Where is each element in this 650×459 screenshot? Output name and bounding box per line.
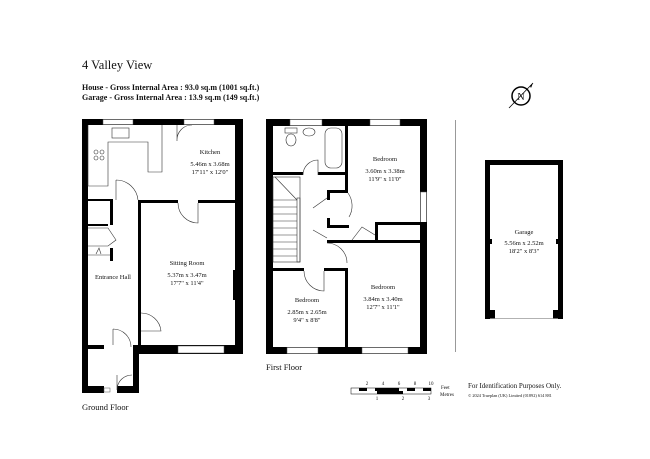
- svg-text:12'7" x 11'1": 12'7" x 11'1": [366, 304, 400, 311]
- divider-line: [455, 120, 456, 352]
- svg-text:N: N: [517, 92, 524, 103]
- svg-text:18'2" x 8'3": 18'2" x 8'3": [509, 248, 540, 255]
- svg-text:2.85m x 2.65m: 2.85m x 2.65m: [287, 309, 326, 316]
- svg-text:17'11" x 12'0": 17'11" x 12'0": [192, 169, 229, 176]
- svg-text:Bedroom: Bedroom: [295, 297, 319, 304]
- svg-text:Kitchen: Kitchen: [200, 149, 221, 156]
- copyright: © 2024 Trueplan (UK) Limited (01892) 614…: [468, 393, 552, 398]
- room-sitting-room: Sitting Room 5.37m x 3.47m 17'7" x 11'4": [167, 260, 206, 287]
- svg-text:3.84m x 3.40m: 3.84m x 3.40m: [363, 296, 402, 303]
- first-floor-label: First Floor: [266, 362, 302, 372]
- compass-icon: N: [508, 82, 534, 109]
- svg-text:Garage: Garage: [515, 229, 534, 236]
- svg-text:3: 3: [428, 397, 431, 402]
- svg-text:Metres: Metres: [440, 393, 454, 398]
- svg-text:10: 10: [429, 382, 435, 387]
- first-floor-plan: [266, 119, 427, 354]
- svg-text:Bedroom: Bedroom: [371, 284, 395, 291]
- room-entrance-hall: Entrance Hall: [95, 274, 131, 281]
- svg-text:Feet: Feet: [441, 386, 450, 391]
- svg-text:2: 2: [402, 397, 405, 402]
- room-kitchen: Kitchen 5.46m x 3.68m 17'11" x 12'0": [190, 149, 229, 176]
- house-area: House - Gross Internal Area : 93.0 sq.m …: [82, 83, 260, 92]
- svg-text:Sitting Room: Sitting Room: [170, 260, 205, 267]
- svg-text:2: 2: [366, 382, 369, 387]
- room-bedroom-3: Bedroom 3.84m x 3.40m 12'7" x 11'1": [363, 284, 402, 311]
- property-title: 4 Valley View: [82, 58, 152, 72]
- disclaimer: For Identification Purposes Only.: [468, 382, 562, 390]
- ground-floor-plan: [82, 119, 243, 393]
- svg-text:6: 6: [398, 382, 401, 387]
- garage-area: Garage - Gross Internal Area : 13.9 sq.m…: [82, 93, 260, 102]
- ground-floor-label: Ground Floor: [82, 402, 129, 412]
- svg-text:3.60m x 3.38m: 3.60m x 3.38m: [365, 168, 404, 175]
- svg-text:4: 4: [382, 382, 385, 387]
- room-bedroom-1: Bedroom 3.60m x 3.38m 11'9" x 11'0": [365, 156, 404, 183]
- svg-text:9'4" x 8'8": 9'4" x 8'8": [293, 317, 320, 324]
- svg-text:8: 8: [414, 382, 417, 387]
- room-garage: Garage 5.56m x 2.52m 18'2" x 8'3": [504, 229, 543, 255]
- svg-text:1: 1: [376, 397, 379, 402]
- scale-bar: 2 4 6 8 10 1 2 3 Feet Metres: [350, 382, 454, 402]
- svg-text:Bedroom: Bedroom: [373, 156, 397, 163]
- garage-plan: [485, 160, 563, 319]
- room-bedroom-2: Bedroom 2.85m x 2.65m 9'4" x 8'8": [287, 297, 326, 324]
- svg-text:5.46m x 3.68m: 5.46m x 3.68m: [190, 161, 229, 168]
- svg-text:5.37m x 3.47m: 5.37m x 3.47m: [167, 272, 206, 279]
- svg-text:11'9" x 11'0": 11'9" x 11'0": [368, 176, 402, 183]
- svg-text:17'7" x 11'4": 17'7" x 11'4": [170, 280, 204, 287]
- svg-text:5.56m x 2.52m: 5.56m x 2.52m: [504, 240, 543, 247]
